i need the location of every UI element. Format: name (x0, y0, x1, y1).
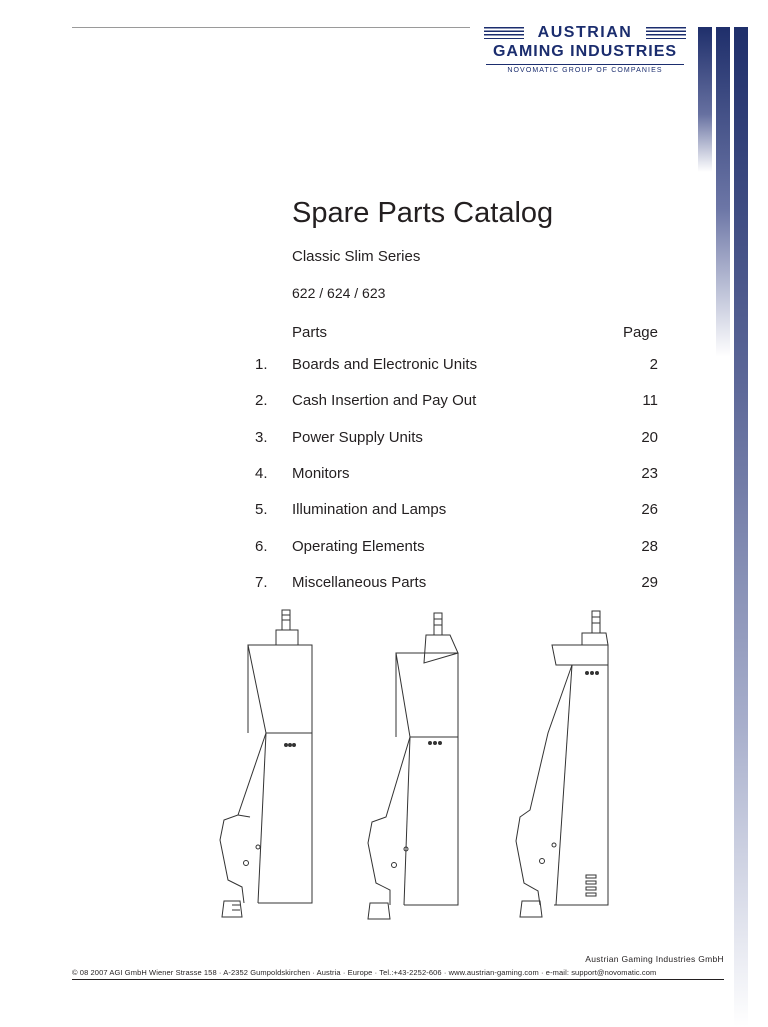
toc-page: 26 (641, 501, 658, 518)
page-title: Spare Parts Catalog (292, 197, 554, 229)
toc-row[interactable]: 3. Power Supply Units 20 (250, 429, 660, 449)
logo-stripes-right (646, 27, 686, 39)
decor-bar-2 (716, 27, 730, 357)
toc-row[interactable]: 5. Illumination and Lamps 26 (250, 501, 660, 521)
cabinet-illustrations (219, 609, 609, 920)
toc-row[interactable]: 1. Boards and Electronic Units 2 (250, 356, 660, 376)
logo-tagline: NOVOMATIC GROUP OF COMPANIES (507, 67, 663, 74)
toc-page: 11 (642, 392, 658, 409)
toc-label: Power Supply Units (292, 429, 423, 446)
toc-row[interactable]: 4. Monitors 23 (250, 465, 660, 485)
toc-header-parts: Parts (292, 324, 328, 341)
toc-header-page: Page (622, 324, 658, 341)
toc-page: 28 (641, 538, 658, 555)
decor-bar-1 (698, 27, 712, 172)
toc-row[interactable]: 6. Operating Elements 28 (250, 538, 660, 558)
logo-line1: AUSTRIAN (537, 24, 633, 41)
decor-bar-3 (734, 27, 748, 1027)
toc-row[interactable]: 7. Miscellaneous Parts 29 (250, 574, 660, 594)
toc-page: 2 (649, 356, 658, 373)
toc-row[interactable]: 2. Cash Insertion and Pay Out 11 (250, 392, 660, 412)
cabinet-623-drawing (515, 610, 609, 918)
toc-label: Illumination and Lamps (292, 501, 447, 518)
series-name: Classic Slim Series (292, 248, 421, 265)
toc-page: 23 (641, 465, 658, 482)
footer-address: © 08 2007 AGI GmbH Wiener Strasse 158 · … (72, 968, 657, 977)
toc-number: 3. (255, 429, 268, 446)
toc-label: Cash Insertion and Pay Out (292, 392, 477, 409)
footer-company: Austrian Gaming Industries GmbH (585, 954, 724, 964)
toc-number: 6. (255, 538, 268, 555)
logo-line2: GAMING INDUSTRIES (492, 43, 678, 60)
toc-label: Boards and Electronic Units (292, 356, 478, 373)
toc-number: 1. (255, 356, 268, 373)
header-rule (72, 27, 470, 28)
toc-number: 7. (255, 574, 268, 591)
cabinet-624-drawing (367, 612, 459, 920)
toc-page: 20 (641, 429, 658, 446)
toc-page: 29 (641, 574, 658, 591)
company-logo: AUSTRIAN GAMING INDUSTRIES NOVOMATIC GRO… (480, 24, 690, 80)
cabinet-622-drawing (219, 609, 313, 918)
toc-label: Operating Elements (292, 538, 425, 555)
footer-rule (72, 979, 724, 980)
toc-number: 2. (255, 392, 268, 409)
model-numbers: 622 / 624 / 623 (292, 285, 386, 301)
logo-divider (486, 64, 684, 65)
logo-stripes-left (484, 27, 524, 39)
toc-number: 4. (255, 465, 268, 482)
toc-label: Monitors (292, 465, 350, 482)
toc-label: Miscellaneous Parts (292, 574, 427, 591)
toc-number: 5. (255, 501, 268, 518)
